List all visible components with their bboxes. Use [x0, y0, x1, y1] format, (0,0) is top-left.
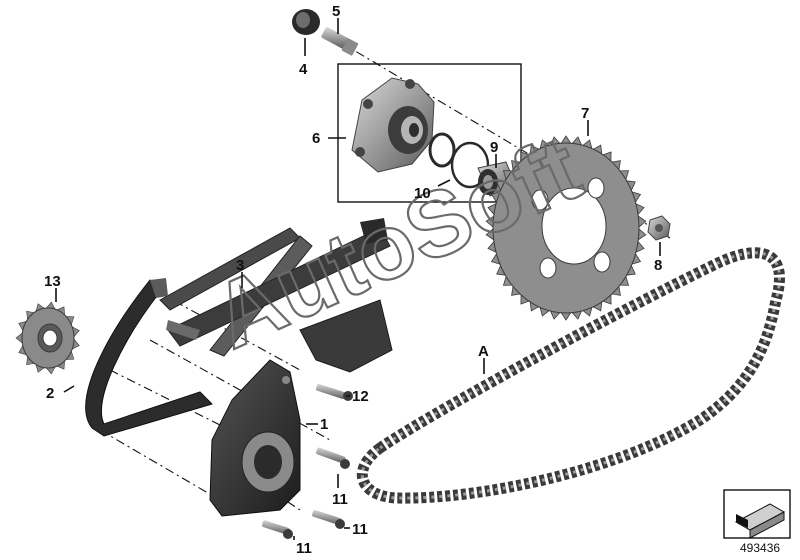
callout-3: 3 [236, 257, 244, 274]
bolt-11b-part[interactable] [311, 510, 345, 529]
callout-9: 9 [490, 139, 498, 156]
callout-11a: 11 [332, 491, 348, 508]
callout-4: 4 [299, 61, 308, 78]
hub-assembly-frame [337, 63, 522, 203]
callout-a: A [478, 343, 489, 360]
bolt-11c-part[interactable] [261, 520, 293, 539]
chain-guide-part[interactable] [85, 278, 213, 437]
callout-10: 10 [414, 185, 431, 202]
callout-5: 5 [332, 3, 340, 20]
rear-sprocket-part[interactable] [485, 135, 647, 321]
callout-7: 7 [581, 105, 589, 122]
bolt-12-part[interactable] [315, 384, 353, 401]
callout-2: 2 [46, 385, 54, 402]
front-sprocket-part[interactable] [15, 301, 80, 375]
rubber-damper-part[interactable] [292, 9, 320, 35]
view-direction-icon [723, 489, 791, 539]
axle-bolt-part[interactable] [321, 27, 359, 56]
callout-6: 6 [312, 130, 320, 147]
drive-chain-part[interactable] [356, 247, 785, 504]
callout-11c: 11 [296, 540, 312, 557]
sprocket-nut-part[interactable] [647, 215, 671, 241]
hub-flange-part[interactable] [351, 77, 435, 173]
circlip-part[interactable] [428, 132, 490, 189]
diagram-number: 493436 [740, 541, 780, 555]
callout-12: 12 [352, 388, 369, 405]
bolt-11a-part[interactable] [316, 447, 350, 469]
bracket-part[interactable] [159, 218, 393, 373]
callout-labels: 5 4 6 7 9 10 8 3 13 2 1 12 11 11 11 A [44, 3, 662, 557]
sprocket-cover-part[interactable] [209, 359, 301, 517]
callout-11b: 11 [352, 521, 368, 538]
callout-1: 1 [320, 416, 328, 433]
callout-8: 8 [654, 257, 662, 274]
leader-lines [55, 18, 661, 540]
callout-13: 13 [44, 273, 61, 290]
